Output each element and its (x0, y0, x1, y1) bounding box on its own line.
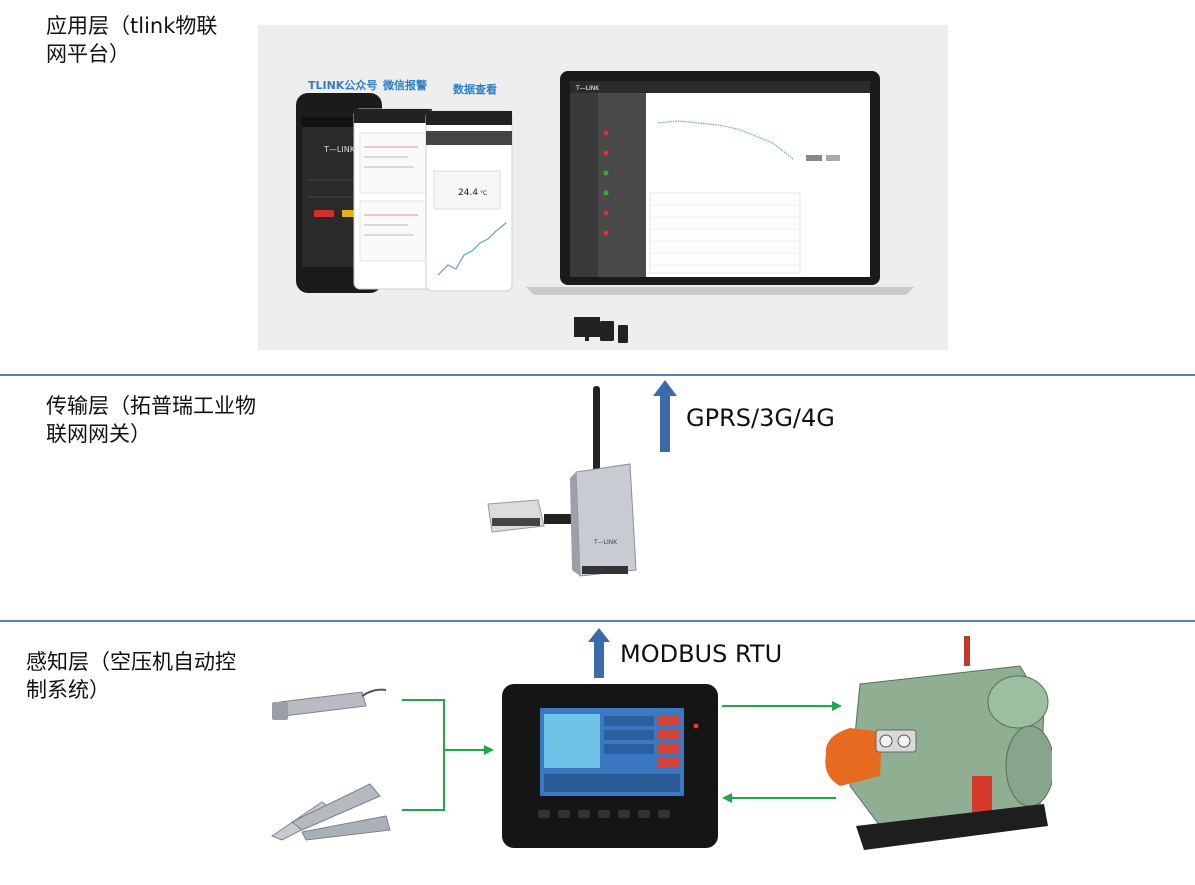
tab-wechat-alarm: 微信报警 (383, 79, 427, 92)
tab-tlink-public-account: TLINK公众号 (308, 79, 378, 92)
arrow-up-gprs (653, 380, 677, 452)
transport-layer-label: 传输层（拓普瑞工业物联网网关） (46, 394, 256, 446)
svg-text:T—LINK: T—LINK (593, 539, 618, 546)
protocol-label-gprs: GPRS/3G/4G (686, 404, 835, 432)
compressor-base (856, 804, 1048, 850)
arrow-up-modbus (588, 628, 610, 678)
phone-alarm (353, 108, 433, 290)
compressor-illustration (825, 636, 1052, 850)
application-panel: TLINK公众号 微信报警 数据查看 T—LINK (258, 25, 948, 350)
phone-data: 24.4 °C (425, 110, 513, 292)
protocol-label-modbus: MODBUS RTU (620, 640, 783, 668)
svg-text:°C: °C (480, 190, 487, 197)
small-module-icon (487, 499, 572, 533)
arrow-head-controller (484, 745, 494, 755)
pressure-sensor-icon (272, 688, 387, 720)
arrow-head-back (722, 793, 732, 803)
application-layer-label: 应用层（tlink物联网平台） (46, 14, 218, 66)
gateway-illustration: T—LINK (487, 386, 637, 577)
app-devices-illustration: T—LINK 24.4 °C (296, 71, 914, 343)
controller-keypad (538, 810, 670, 818)
svg-text:T—LINK: T—LINK (323, 145, 356, 154)
laptop: T—LINK (526, 71, 914, 295)
gateway-box-icon: T—LINK (570, 463, 637, 577)
divider-bottom (0, 620, 1195, 622)
perception-layer-label: 感知层（空压机自动控制系统） (26, 650, 236, 702)
sensors-illustration (270, 688, 391, 841)
temperature-probe-icon (270, 783, 391, 841)
controller-illustration (502, 684, 718, 848)
tab-data-view: 数据查看 (453, 83, 497, 96)
belt-guard (825, 728, 882, 786)
multi-device-icon (574, 317, 628, 343)
antenna-icon (593, 386, 600, 478)
divider-top (0, 374, 1195, 376)
svg-text:24.4: 24.4 (458, 188, 478, 198)
svg-text:T—LINK: T—LINK (575, 85, 600, 92)
